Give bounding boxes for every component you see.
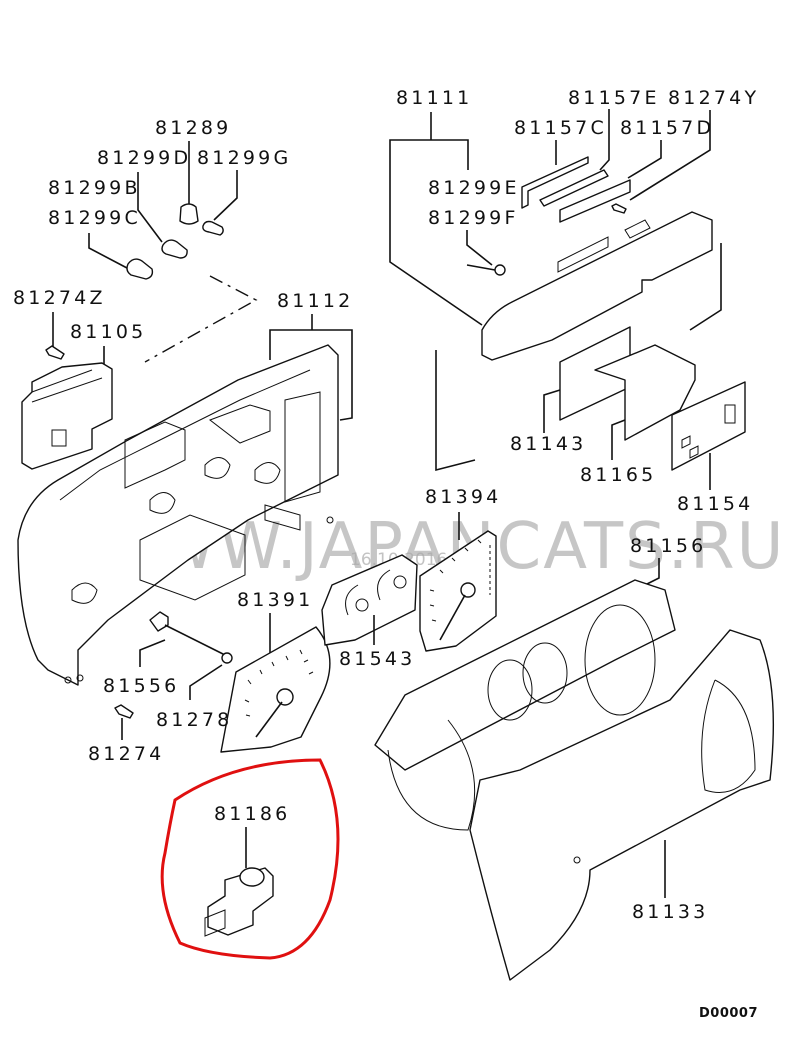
socket-81289-icon xyxy=(179,203,199,225)
plate-81157C-icon xyxy=(521,156,589,209)
label-81556: 81556 xyxy=(103,675,179,697)
label-81299B: 81299B xyxy=(48,177,141,199)
label-81274Y: 81274Y xyxy=(668,87,759,109)
label-81105: 81105 xyxy=(70,321,146,343)
bulb-81299G-icon xyxy=(202,220,224,236)
connector-case-81111-icon xyxy=(481,211,713,361)
label-81157E: 81157E xyxy=(568,87,660,109)
lens-81133-icon xyxy=(469,629,775,981)
board-81165-icon xyxy=(594,344,696,441)
screw-81274-icon xyxy=(114,704,134,719)
cluster-hood-group xyxy=(374,558,775,981)
label-81143: 81143 xyxy=(510,433,586,455)
speedometer-dial-81391-icon xyxy=(220,626,331,753)
part-labels: 81289 81299D 81299G 81299B 81299C 81274Z… xyxy=(13,87,759,1021)
label-81133: 81133 xyxy=(632,901,708,923)
label-81157D: 81157D xyxy=(620,117,714,139)
tachometer-dial-81394-icon xyxy=(419,530,497,652)
label-81289: 81289 xyxy=(155,117,231,139)
subgauge-81543-group xyxy=(321,554,418,646)
case-81111-group xyxy=(389,109,722,472)
screw-81274Z-icon xyxy=(45,345,65,360)
bracket-81105-icon xyxy=(21,362,113,470)
label-81111: 81111 xyxy=(396,87,472,109)
board-81154-icon xyxy=(671,381,746,471)
label-81299C: 81299C xyxy=(48,207,141,229)
label-81299E: 81299E xyxy=(428,177,520,199)
subgauge-81543-icon xyxy=(321,554,418,646)
label-81154: 81154 xyxy=(677,493,753,515)
label-81156: 81156 xyxy=(630,535,706,557)
plate-81157E-icon xyxy=(539,169,609,207)
screw-81274Y-icon xyxy=(611,203,627,214)
label-81394: 81394 xyxy=(425,486,501,508)
trip-reset-group xyxy=(114,611,233,740)
bracket-81105-group xyxy=(21,312,113,470)
sensor-81186-group xyxy=(160,758,340,960)
label-81157C: 81157C xyxy=(514,117,607,139)
plate-81157D-icon xyxy=(559,179,631,223)
label-81274Z: 81274Z xyxy=(13,287,106,309)
socket-81299D-icon xyxy=(161,239,188,259)
label-81391: 81391 xyxy=(237,589,313,611)
label-81299F: 81299F xyxy=(428,207,519,229)
cluster-housing-81112-icon xyxy=(17,344,339,686)
cluster-housing-81112-group xyxy=(17,314,353,686)
diagram-code: D00007 xyxy=(699,1006,758,1021)
label-81299D: 81299D xyxy=(97,147,191,169)
label-81543: 81543 xyxy=(339,648,415,670)
label-81274: 81274 xyxy=(88,743,164,765)
label-81278: 81278 xyxy=(156,709,232,731)
label-81165: 81165 xyxy=(580,464,656,486)
bushing-81278-icon xyxy=(221,652,233,664)
label-81299G: 81299G xyxy=(197,147,291,169)
bulb-sockets-group xyxy=(88,141,258,363)
circuit-parts-group xyxy=(543,326,746,490)
highlight-circle xyxy=(160,758,340,960)
speedometer-dial-81391-group xyxy=(220,613,331,753)
bulb-81299F-icon xyxy=(494,264,506,276)
knob-81556-icon xyxy=(149,611,169,632)
tachometer-dial-81394-group xyxy=(419,512,497,652)
label-81112: 81112 xyxy=(277,290,353,312)
socket-81299C-icon xyxy=(126,258,154,280)
label-81186: 81186 xyxy=(214,803,290,825)
